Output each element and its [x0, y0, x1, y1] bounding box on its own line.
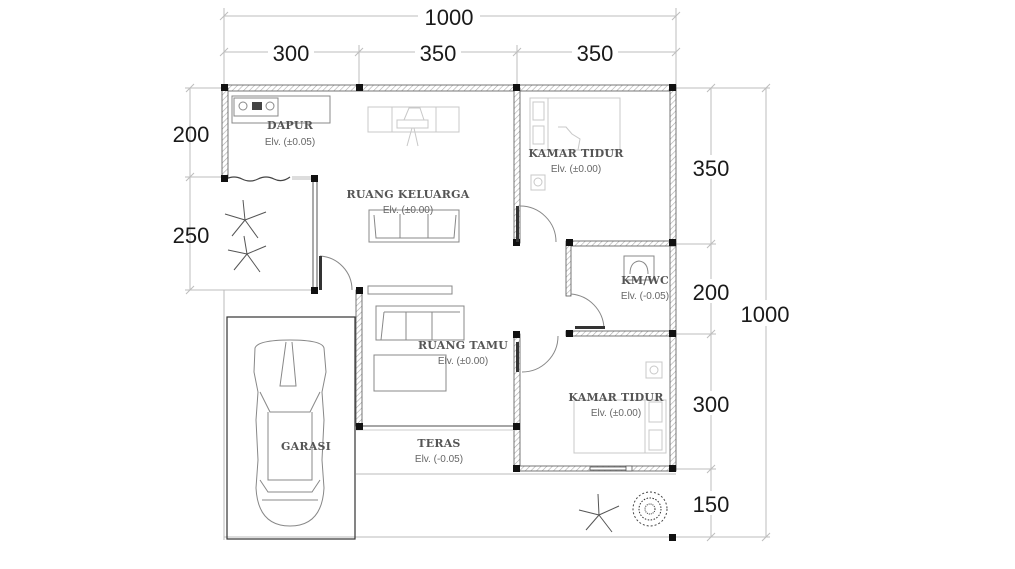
dim-top-segment-1: 300 — [273, 41, 310, 66]
plant-icon-3 — [578, 493, 620, 533]
room-name-kamar-tidur-1: KAMAR TIDUR — [528, 147, 624, 160]
doors — [319, 205, 633, 472]
room-name-ruang-keluarga: RUANG KELUARGA — [347, 188, 470, 201]
car-icon — [253, 339, 327, 527]
bed-1 — [529, 97, 621, 151]
toilet — [623, 255, 655, 281]
dim-left-segment-2: 250 — [173, 223, 210, 248]
dim-top-segment-3: 350 — [577, 41, 614, 66]
left-dimensions: 200 250 — [173, 83, 316, 295]
kitchen-counter — [231, 95, 331, 124]
room-name-kamar-tidur-2: KAMAR TIDUR — [568, 391, 664, 404]
living-sofa — [375, 305, 465, 341]
dim-top-total: 1000 — [425, 5, 474, 30]
dim-left-segment-1: 200 — [173, 122, 210, 147]
dim-right-segment-1: 350 — [693, 156, 730, 181]
room-elevation-teras: Elv. (-0.05) — [415, 454, 463, 465]
site-outline — [223, 290, 676, 540]
room-elevation-ruang-keluarga: Elv. (±0.00) — [383, 205, 433, 216]
room-elevation-dapur: Elv. (±0.05) — [265, 137, 315, 148]
furniture — [231, 95, 667, 454]
tv-cabinet — [367, 106, 460, 147]
room-name-km-wc: KM/WC — [621, 274, 669, 287]
right-dimensions: 350 200 300 150 1000 — [676, 83, 797, 542]
top-dimensions: 1000 300 350 350 — [219, 4, 681, 88]
dim-right-segment-2: 200 — [693, 280, 730, 305]
dim-top-segment-2: 350 — [420, 41, 457, 66]
room-name-dapur: DAPUR — [267, 119, 314, 132]
room-elevation-kamar-tidur-2: Elv. (±0.00) — [591, 408, 641, 419]
dim-right-total: 1000 — [741, 302, 790, 327]
dim-right-segment-3: 300 — [693, 392, 730, 417]
room-elevation-ruang-tamu: Elv. (±0.00) — [438, 356, 488, 367]
room-elevation-km-wc: Elv. (-0.05) — [621, 291, 669, 302]
room-elevation-kamar-tidur-1: Elv. (±0.00) — [551, 164, 601, 175]
dim-right-segment-4: 150 — [693, 492, 730, 517]
room-labels: DAPUR Elv. (±0.05) RUANG KELUARGA Elv. (… — [265, 119, 669, 465]
plant-icon-2 — [227, 235, 267, 273]
bed-2 — [573, 399, 667, 454]
room-name-teras: TERAS — [417, 437, 460, 450]
family-sofa — [368, 209, 460, 243]
garage — [226, 316, 356, 540]
columns — [221, 84, 676, 541]
shrub-icon — [632, 491, 668, 527]
plants — [224, 199, 668, 533]
room-name-ruang-tamu: RUANG TAMU — [418, 339, 508, 352]
plant-icon-1 — [224, 199, 267, 239]
room-name-garasi: GARASI — [281, 440, 331, 453]
